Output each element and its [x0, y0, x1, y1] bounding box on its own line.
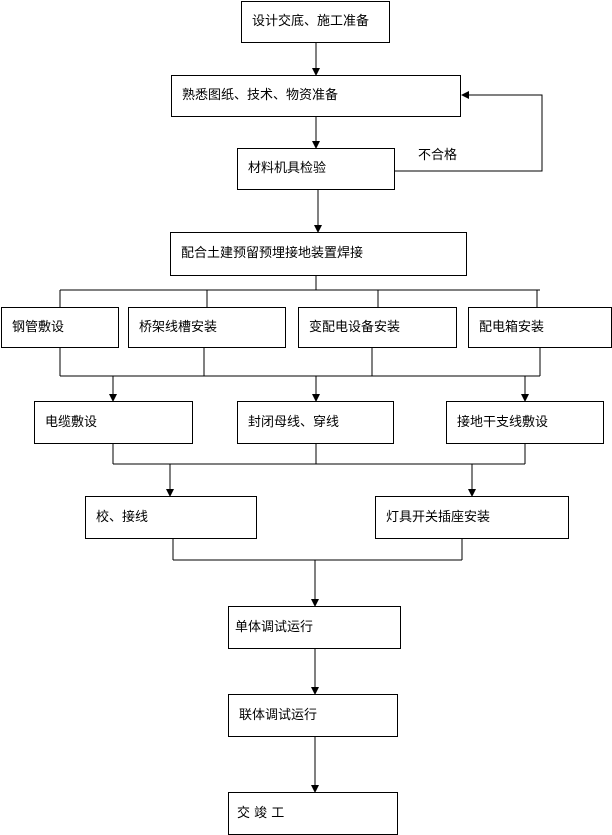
node-label: 配合土建预留预埋接地装置焊接 [181, 246, 364, 262]
node-label: 材料机具检验 [248, 161, 327, 177]
node-label: 联体调试运行 [239, 707, 318, 723]
node-label: 单体调试运行 [235, 619, 314, 635]
node-familiarize: 熟悉图纸、技术、物资准备 [171, 75, 461, 117]
node-label: 钢管敷设 [12, 319, 65, 335]
node-label: 变配电设备安装 [309, 319, 401, 335]
node-material-inspection: 材料机具检验 [237, 148, 395, 190]
node-unit-commissioning: 单体调试运行 [228, 606, 401, 649]
node-busbar-threading: 封闭母线、穿线 [237, 401, 394, 444]
node-label: 桥架线槽安装 [139, 319, 218, 335]
node-label: 封闭母线、穿线 [248, 414, 340, 430]
node-label: 校、接线 [96, 509, 149, 525]
node-steel-pipe: 钢管敷设 [1, 307, 119, 348]
node-handover: 交 竣 工 [228, 792, 398, 835]
node-cable-laying: 电缆敷设 [34, 401, 193, 444]
node-coordinate-civil: 配合土建预留预埋接地装置焊接 [170, 232, 467, 276]
node-joint-commissioning: 联体调试运行 [228, 694, 398, 737]
node-design-briefing: 设计交底、施工准备 [241, 1, 390, 43]
node-label: 交 竣 工 [237, 805, 285, 821]
connector-unqualified-feedback [395, 91, 543, 172]
node-cable-tray: 桥架线槽安装 [128, 307, 286, 348]
node-label: 熟悉图纸、技术、物资准备 [182, 88, 339, 104]
node-label: 配电箱安装 [479, 319, 545, 335]
node-label: 接地干支线敷设 [457, 414, 549, 430]
label-unqualified: 不合格 [418, 148, 458, 163]
node-calibration-wiring: 校、接线 [85, 496, 257, 539]
node-substation-equipment: 变配电设备安装 [298, 307, 457, 348]
node-label: 电缆敷设 [45, 414, 98, 430]
node-label: 设计交底、施工准备 [252, 14, 370, 30]
node-distribution-box: 配电箱安装 [468, 307, 612, 348]
node-grounding-branch: 接地干支线敷设 [446, 401, 604, 444]
node-label: 灯具开关插座安装 [386, 509, 491, 525]
node-lighting-switch-socket: 灯具开关插座安装 [375, 496, 569, 539]
